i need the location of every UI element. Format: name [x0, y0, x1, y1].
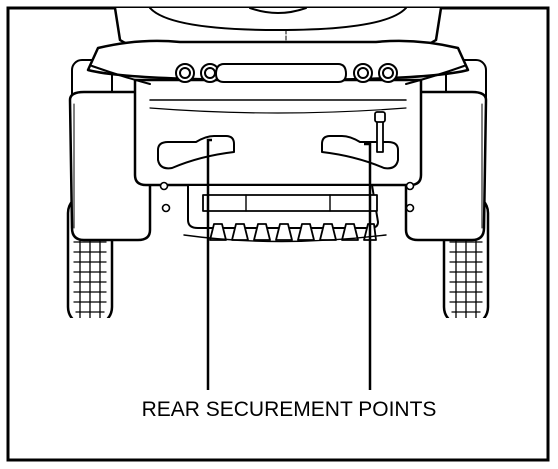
left-securement-bracket	[157, 135, 235, 170]
anti-tip-teeth	[209, 223, 377, 241]
release-lever	[374, 111, 386, 153]
right-fender	[404, 90, 488, 242]
figure-caption: REAR SECUREMENT POINTS	[142, 398, 437, 421]
mounting-holes	[159, 181, 415, 213]
left-fender	[68, 90, 152, 242]
license-plate-area	[202, 194, 378, 212]
left-callout-line	[206, 138, 212, 390]
callout-leaders	[206, 138, 372, 390]
center-recess	[215, 63, 347, 83]
tail-light-group-right	[353, 63, 398, 83]
tail-light-group-left	[175, 63, 220, 83]
right-callout-line	[364, 142, 372, 390]
